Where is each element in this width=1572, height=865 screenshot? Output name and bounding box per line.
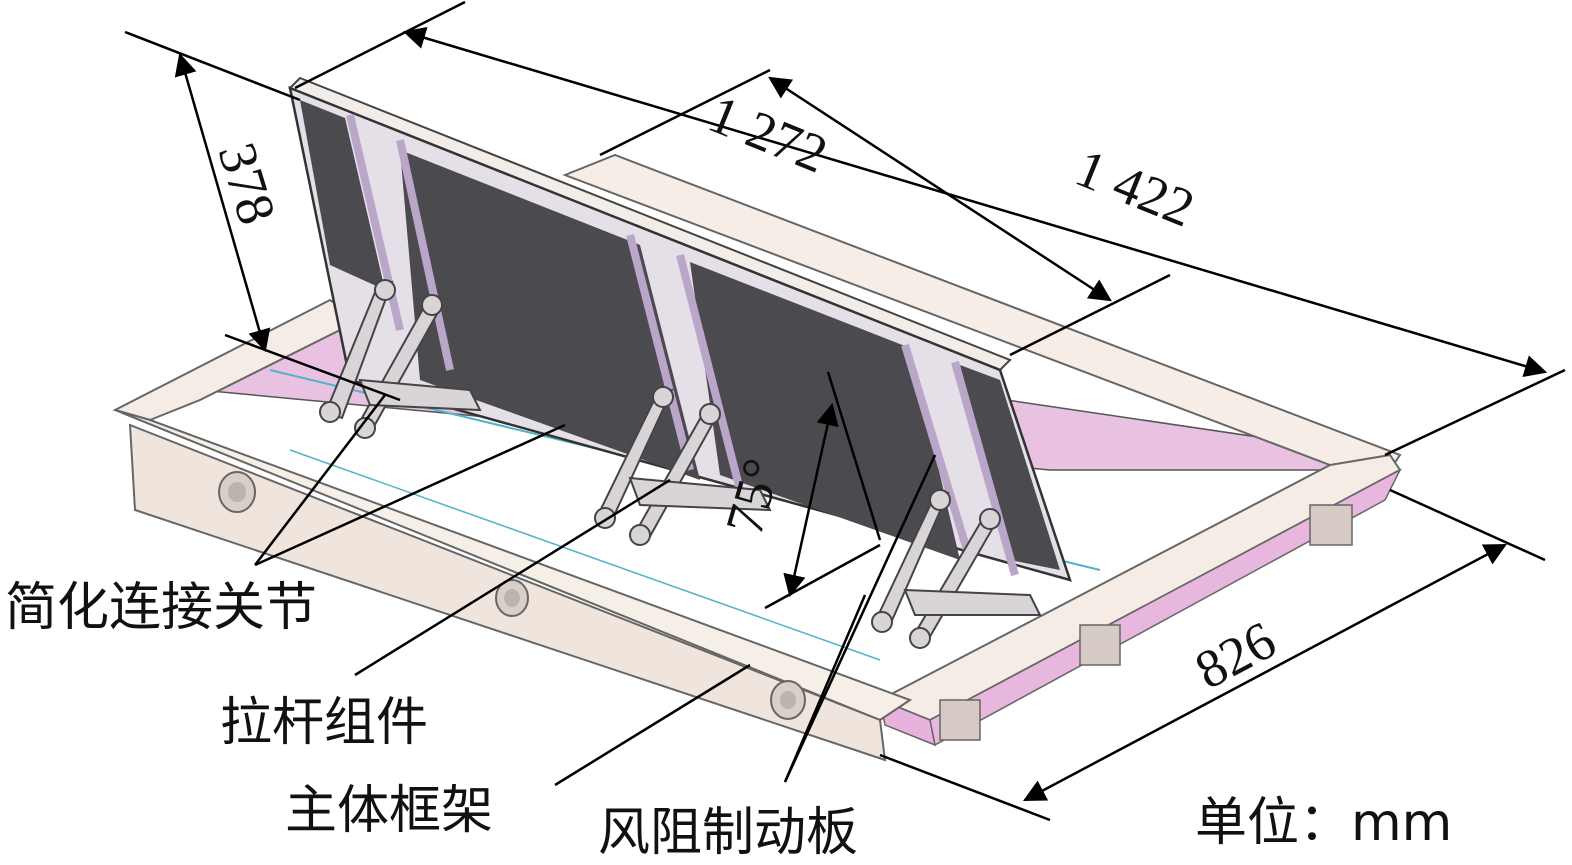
leader-lines [254,394,937,787]
label-unit: 单位：mm [1195,793,1452,853]
label-brake-plate: 风阻制动板 [598,803,858,863]
link-assembly-left [319,279,482,439]
dim-378: 378 [207,136,288,231]
link-assembly-middle [594,386,772,546]
dim-826: 826 [1185,610,1285,701]
dim-1422: 1 422 [1068,137,1203,238]
label-rod-assembly: 拉杆组件 [220,693,428,753]
link-assembly-right [871,489,1042,649]
label-simplified-joint: 简化连接关节 [5,578,317,638]
dimension-lines [124,0,1566,822]
label-main-frame: 主体框架 [285,781,493,841]
dim-1272: 1 272 [701,83,836,184]
